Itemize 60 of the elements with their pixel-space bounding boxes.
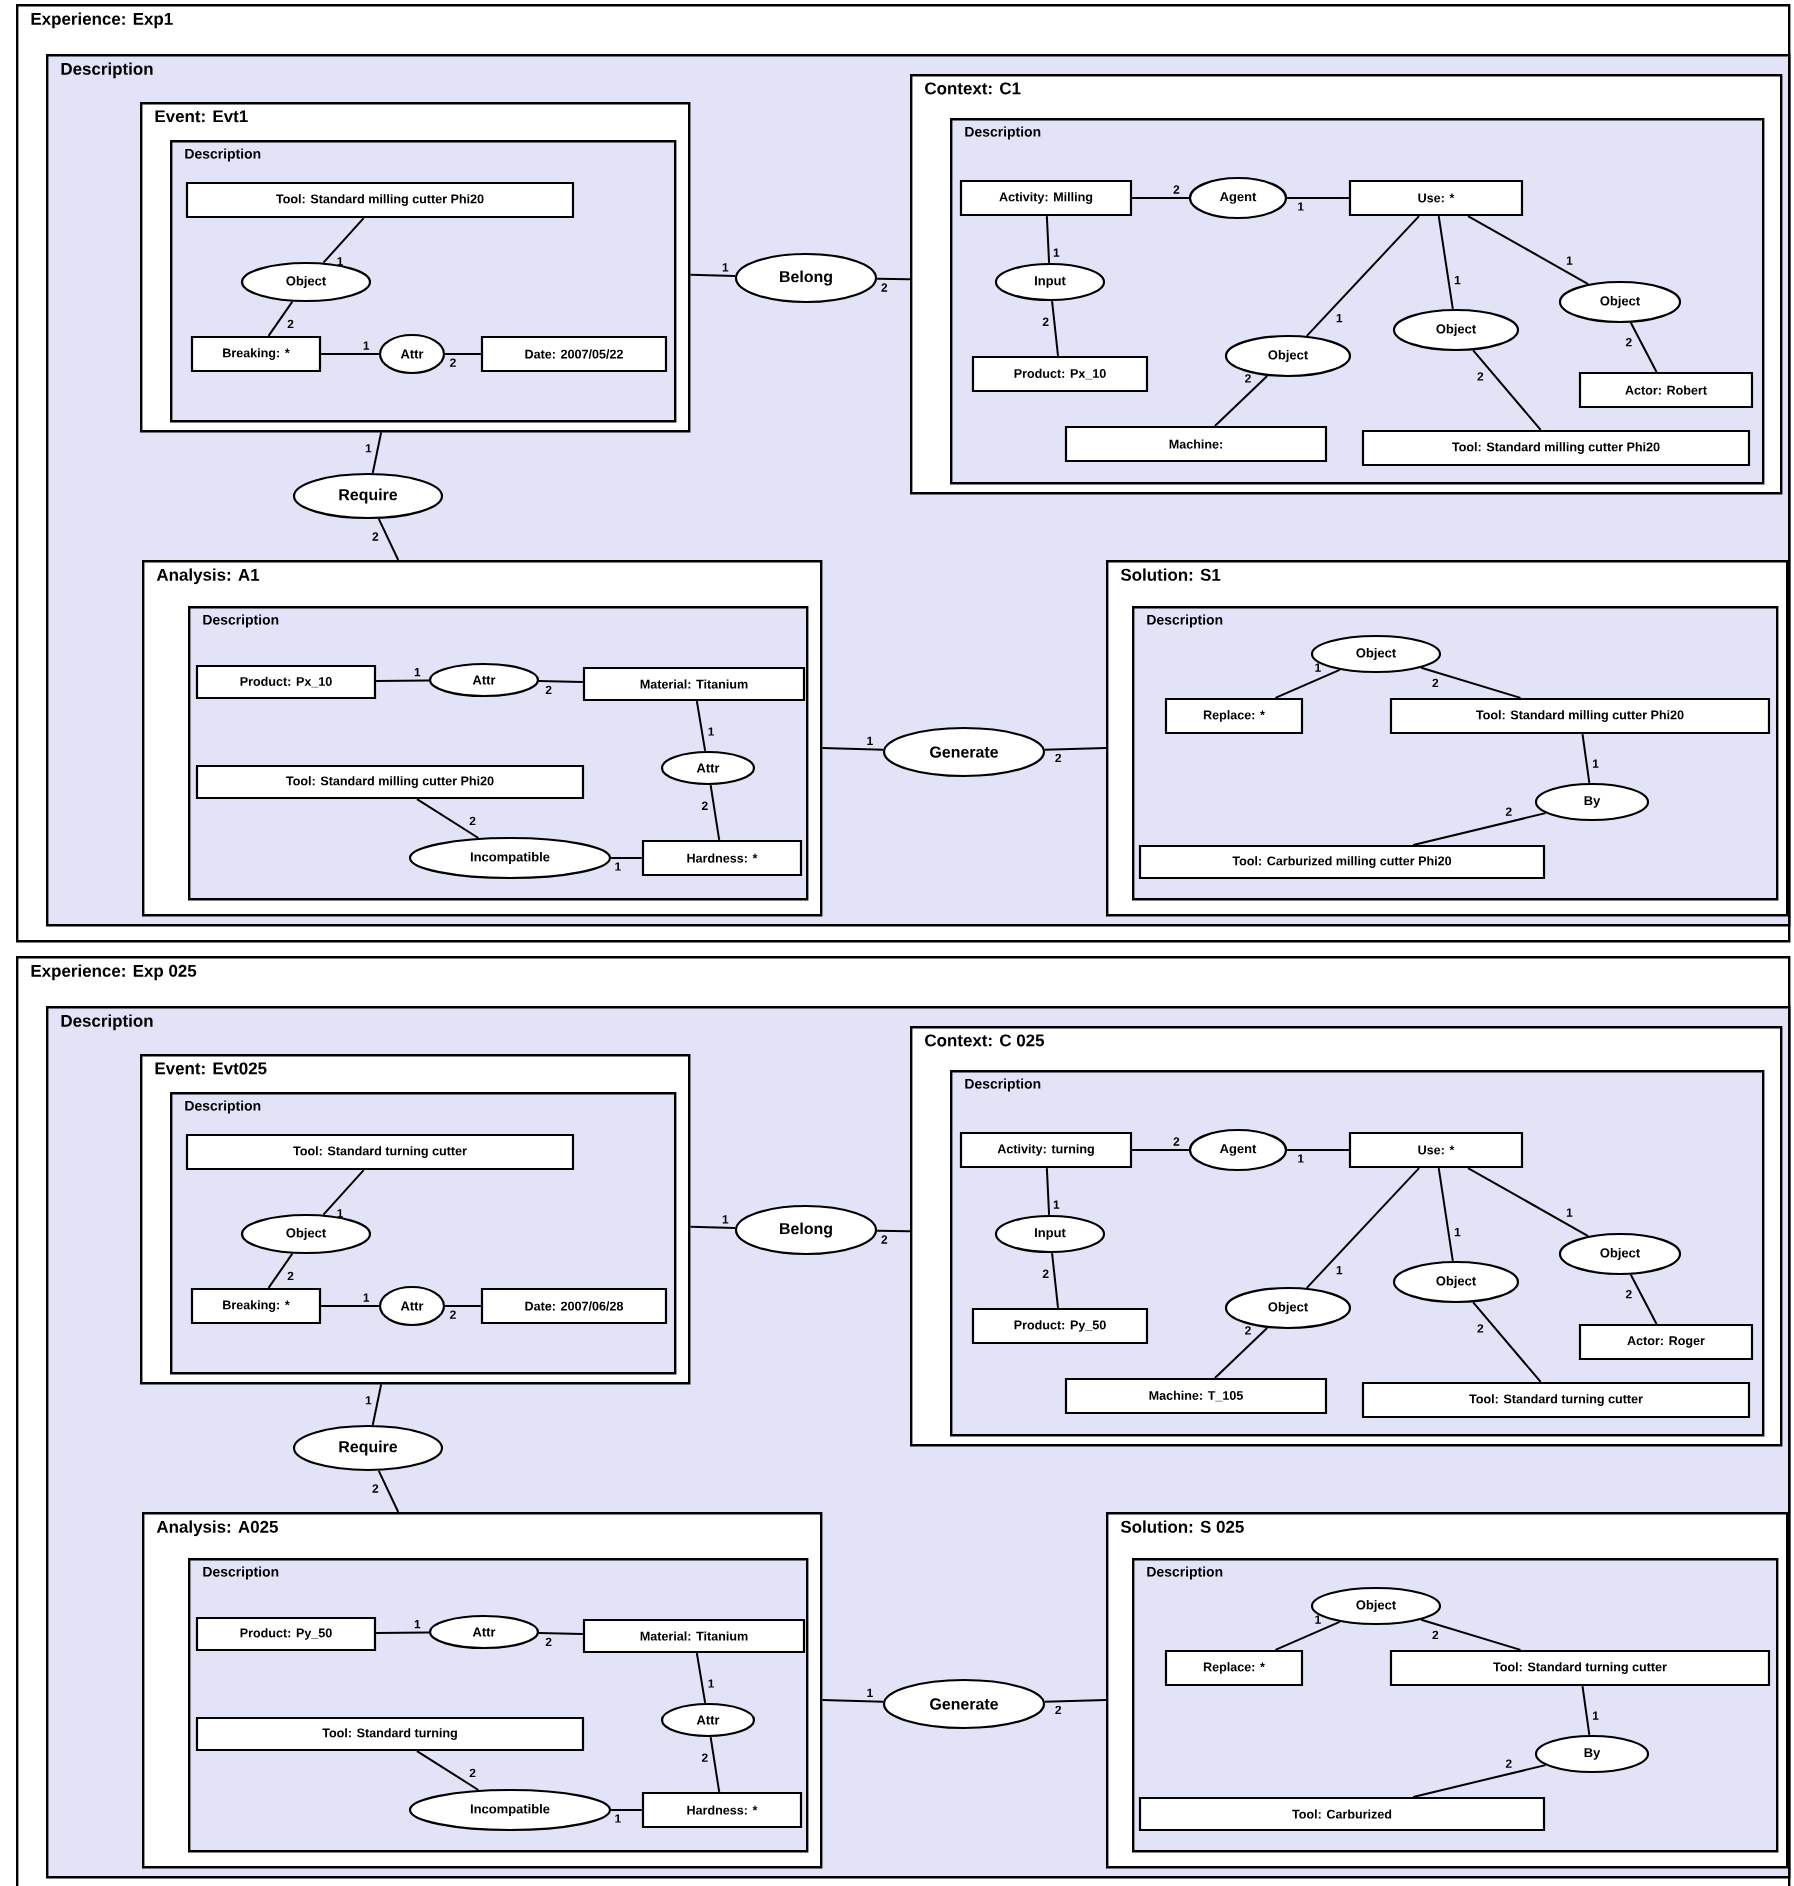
connector-line [821,1698,885,1703]
connector-line [1472,1301,1542,1383]
connector-line [538,680,584,683]
connector-line [1043,746,1107,751]
connector-line [1581,1685,1591,1736]
connector-line [695,1652,707,1704]
connector-line [1286,1149,1350,1151]
connector-line [1437,215,1454,310]
connector-line [1305,215,1421,337]
connector-line [1412,812,1547,846]
connector-line [1045,1167,1051,1216]
connector-line [444,353,482,355]
connector-line [375,1631,430,1635]
connector-line [267,1252,294,1289]
connector-line [1629,1273,1658,1325]
connector-line [1420,666,1522,699]
connector-line [1286,197,1350,199]
connector-line [1472,349,1542,431]
connector-line [1305,1167,1421,1289]
connector-line [320,1305,380,1307]
connector-line [538,1632,584,1635]
connector-line [1213,1326,1269,1379]
connector-line [1051,1252,1059,1309]
connector-line [1581,733,1591,784]
connector-line [610,1809,643,1811]
connector-line [709,1736,721,1793]
connector-line [416,1750,480,1791]
connector-line [695,700,707,752]
connector-line [1051,300,1059,357]
connector-line [1437,1167,1454,1262]
connector-line [689,1225,737,1230]
connector-line [371,431,383,474]
connector-line [322,1169,365,1216]
connector-line [377,517,400,561]
connector-line [377,1469,400,1513]
connector-line [1213,374,1269,427]
connector-line [876,277,911,281]
connector-line [1131,1149,1190,1151]
connector-line [1412,1764,1547,1798]
connector-line [1043,1698,1107,1703]
connector-line [876,1229,911,1233]
connector-line [1274,668,1341,699]
connector-line [689,273,737,278]
connector-line [267,300,294,337]
connector-line [1629,321,1658,373]
connector-line [444,1305,482,1307]
connector-line [320,353,380,355]
connector-line [709,784,721,841]
connector-line [1467,1167,1590,1237]
connector-line [1045,215,1051,264]
connector-line [1131,197,1190,199]
connector-line [416,798,480,839]
connector-line [1274,1620,1341,1651]
connector-line [371,1383,383,1426]
connector-line [821,746,885,751]
connector-line [1420,1618,1522,1651]
connector-line [1467,215,1590,285]
connector-line [610,857,643,859]
connector-line [322,217,365,264]
connector-line [375,679,430,683]
